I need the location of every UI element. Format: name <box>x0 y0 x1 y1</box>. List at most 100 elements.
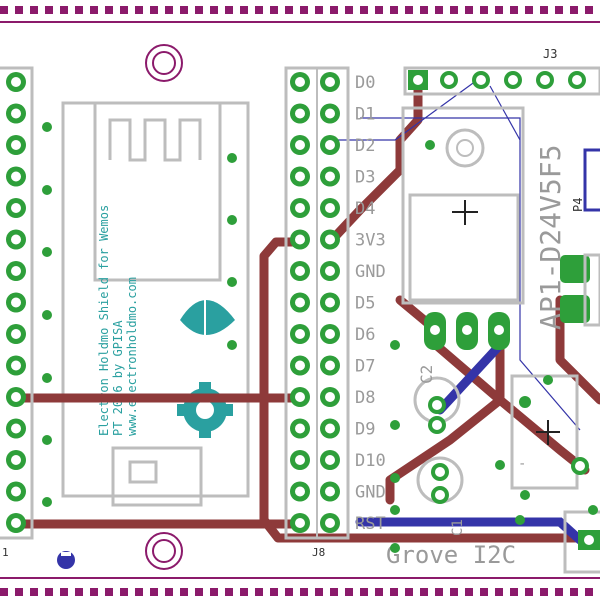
edge-dash <box>330 6 338 14</box>
pin-hole <box>325 297 335 308</box>
pin-hole <box>325 455 335 465</box>
pin-hole <box>11 108 21 119</box>
pin-hole <box>295 266 305 276</box>
svg-text:PT 2016 by GPISA: PT 2016 by GPISA <box>111 320 125 436</box>
capacitor-c2 <box>413 376 461 434</box>
pin-hole <box>11 329 21 339</box>
oshw-logo <box>177 382 233 438</box>
pin-hole <box>325 140 335 150</box>
edge-dash <box>540 6 548 14</box>
edge-dash <box>345 588 353 596</box>
via <box>42 310 52 320</box>
edge-dash <box>390 588 398 596</box>
edge-dash <box>570 588 578 596</box>
edge-dash <box>585 6 593 14</box>
edge-dash <box>420 588 428 596</box>
pin-label: D2 <box>355 136 375 156</box>
edge-dash <box>135 588 143 596</box>
pin-hole <box>11 360 21 371</box>
pin-hole <box>11 203 21 213</box>
via <box>42 435 52 445</box>
pin-label: D10 <box>355 451 386 471</box>
pin-hole <box>295 140 305 150</box>
edge-dash <box>45 6 53 14</box>
edge-dash <box>330 588 338 596</box>
edge-dash <box>510 588 518 596</box>
mounting-hole-top <box>145 44 183 82</box>
via <box>390 473 400 483</box>
pin-hole <box>325 360 335 371</box>
pin-hole <box>295 203 305 213</box>
edge-dash <box>210 588 218 596</box>
edge-dash <box>195 588 203 596</box>
edge-dash <box>240 6 248 14</box>
via <box>520 490 530 500</box>
edge-dash <box>15 6 23 14</box>
edge-dash <box>255 6 263 14</box>
leaf-logo <box>180 300 235 345</box>
p4-label: P4 <box>571 198 585 212</box>
cap-c2-label: C2 <box>417 365 436 384</box>
pin-hole <box>325 486 335 497</box>
edge-dash <box>450 588 458 596</box>
pin-hole <box>11 455 21 465</box>
pin-hole <box>295 329 305 339</box>
module-vias <box>42 122 237 507</box>
edge-dash <box>45 588 53 596</box>
edge-dash <box>270 6 278 14</box>
via <box>227 277 237 287</box>
edge-dash <box>315 588 323 596</box>
pin-hole <box>325 108 335 119</box>
edge-dash <box>150 588 158 596</box>
middle-header-pins <box>290 72 340 533</box>
pin-hole <box>11 171 21 182</box>
edge-dash <box>225 6 233 14</box>
pin-hole <box>11 266 21 276</box>
edge-dash <box>510 6 518 14</box>
pin-label: GND <box>355 262 386 282</box>
pin-label: D8 <box>355 388 375 408</box>
edge-dash <box>375 6 383 14</box>
edge-dash <box>180 588 188 596</box>
edge-dash <box>360 588 368 596</box>
pin-hole <box>11 423 21 434</box>
pin-label: D7 <box>355 357 375 377</box>
edge-dash <box>135 6 143 14</box>
misc-vias <box>390 140 598 553</box>
pin-hole <box>325 77 335 87</box>
pin-hole <box>325 329 335 339</box>
via <box>543 375 553 385</box>
edge-dash <box>270 588 278 596</box>
edge-dash <box>390 6 398 14</box>
via <box>42 247 52 257</box>
cap-c1-label: C1 <box>450 519 466 536</box>
edge-dash <box>150 6 158 14</box>
bottom-layer-traces <box>355 340 585 545</box>
edge-dash <box>75 6 83 14</box>
pin-hole <box>295 486 305 497</box>
edge-dash <box>165 588 173 596</box>
grove-connector <box>563 510 600 574</box>
pin-label: D3 <box>355 168 375 188</box>
pin-hole <box>325 234 335 245</box>
via <box>390 505 400 515</box>
edge-dash <box>450 6 458 14</box>
edge-dash <box>225 588 233 596</box>
pin-hole <box>295 234 305 245</box>
edge-dash <box>525 588 533 596</box>
lock-icon <box>57 551 75 569</box>
via <box>227 215 237 225</box>
svg-text:Electron Holdmo Shield for Wem: Electron Holdmo Shield for Wemos <box>97 205 111 436</box>
edge-dash <box>360 6 368 14</box>
pin-label: D9 <box>355 420 375 440</box>
pin-hole <box>325 392 335 402</box>
edge-dash <box>465 6 473 14</box>
thin-routes <box>330 77 581 431</box>
edge-dash <box>435 588 443 596</box>
edge-dash <box>165 6 173 14</box>
edge-dash <box>0 588 8 596</box>
pin-hole <box>295 360 305 371</box>
edge-dash <box>240 588 248 596</box>
pin-label: D6 <box>355 325 375 345</box>
pin-hole <box>295 392 305 402</box>
